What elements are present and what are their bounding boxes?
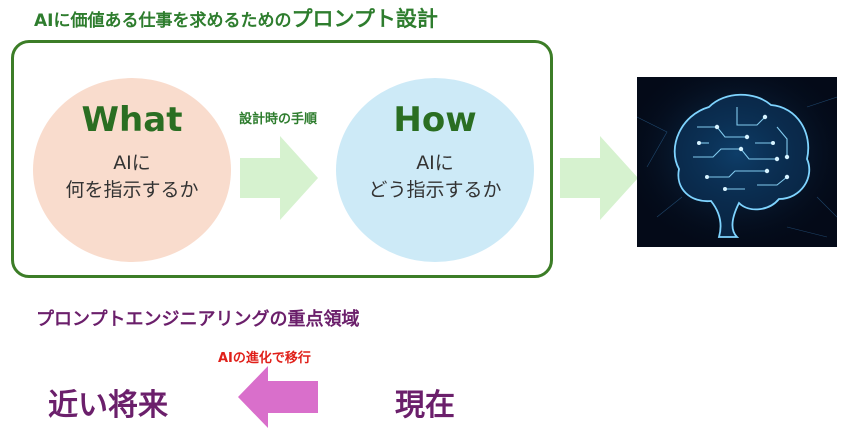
left-arrow-icon: [238, 366, 318, 428]
how-circle: How AIに どう指示するか: [336, 78, 534, 262]
how-line-1: AIに: [416, 152, 454, 174]
what-line-2: 何を指示するか: [65, 179, 199, 201]
diagram-title: AIに価値ある仕事を求めるためのプロンプト設計: [34, 6, 438, 34]
how-heading: How: [393, 100, 477, 140]
present-label: 現在: [395, 388, 455, 423]
right-arrow-icon: [240, 136, 318, 220]
what-description: AIに 何を指示するか: [65, 150, 198, 204]
right-arrow-icon: [560, 136, 638, 220]
ai-brain-image: [637, 77, 837, 247]
design-process-frame: [11, 40, 553, 278]
evolution-label: AIの進化で移行: [218, 351, 311, 366]
near-future-label: 近い将来: [48, 388, 168, 423]
how-description: AIに どう指示するか: [368, 150, 501, 204]
title-emphasis: プロンプト設計: [291, 7, 438, 31]
section-title: プロンプトエンジニアリングの重点領域: [36, 309, 360, 330]
what-line-1: AIに: [113, 152, 151, 174]
how-line-2: どう指示するか: [368, 179, 502, 201]
step-label: 設計時の手順: [238, 112, 317, 127]
title-prefix: AIに価値ある仕事を求めるための: [34, 11, 292, 31]
what-heading: What: [81, 100, 183, 140]
what-circle: What AIに 何を指示するか: [33, 78, 231, 262]
